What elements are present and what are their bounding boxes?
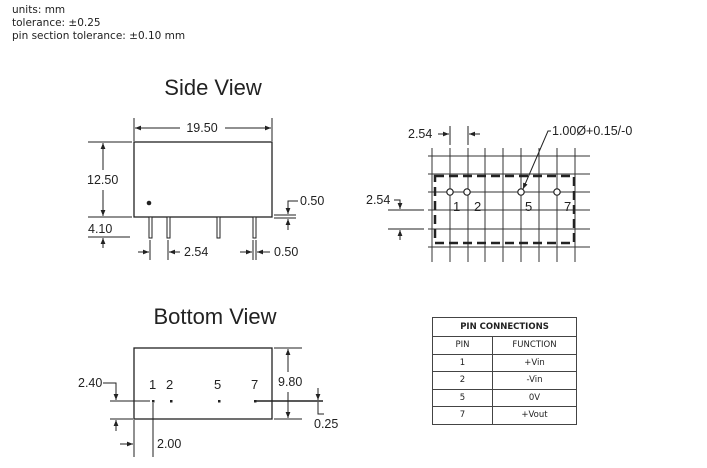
pin-tolerance-note: pin section tolerance: ±0.10 mm xyxy=(12,30,186,42)
fp-pitch-h: 2.54 xyxy=(408,127,432,141)
function-cell: +Vout xyxy=(492,406,577,425)
side-view xyxy=(88,118,298,260)
side-pins xyxy=(148,216,257,239)
bv-pin-label: 1 xyxy=(149,377,156,392)
notes: units: mm tolerance: ±0.25 pin section t… xyxy=(12,4,185,43)
component-outline xyxy=(433,174,576,245)
side-body xyxy=(133,141,273,218)
fp-hole-spec: 1.00Ø+0.15/-0 xyxy=(552,124,632,138)
pin-cell: 1 xyxy=(432,353,493,372)
table-row: 1+Vin xyxy=(432,353,577,372)
pin1-marker-dot xyxy=(146,200,152,206)
fp-pin-label: 7 xyxy=(564,199,571,214)
pin-holes xyxy=(446,188,561,196)
dim-pin-size: 0.25 xyxy=(314,417,338,431)
fp-pitch-v: 2.54 xyxy=(366,193,390,207)
pin-connections-table: PIN CONNECTIONS PIN FUNCTION 1+Vin 2-Vin… xyxy=(432,317,577,425)
dim-length: 19.50 xyxy=(186,121,217,135)
pin-cell: 2 xyxy=(432,371,493,390)
function-cell: 0V xyxy=(492,388,577,407)
dim-pin-length: 4.10 xyxy=(88,222,112,236)
header-pin: PIN xyxy=(432,336,493,355)
dim-standoff: 0.50 xyxy=(300,194,324,208)
bottom-body xyxy=(133,347,273,420)
dim-height: 12.50 xyxy=(87,173,118,187)
table-row: 2-Vin xyxy=(432,371,577,390)
fp-pin-label: 2 xyxy=(474,199,481,214)
bottom-view xyxy=(103,347,324,457)
table-row: 7+Vout xyxy=(432,406,577,425)
bottom-view-title: Bottom View xyxy=(153,304,276,329)
pcb-footprint xyxy=(388,126,590,262)
dim-width: 9.80 xyxy=(278,375,302,389)
fp-pin-label: 1 xyxy=(453,199,460,214)
tolerance-note: tolerance: ±0.25 xyxy=(12,17,101,29)
bv-pin-label: 7 xyxy=(251,377,258,392)
units-note: units: mm xyxy=(12,4,66,16)
pin-cell: 7 xyxy=(432,406,493,425)
dim-pin-offset: 2.00 xyxy=(157,437,181,451)
function-cell: -Vin xyxy=(492,371,577,390)
bottom-pins xyxy=(152,400,257,403)
dim-row-offset: 2.40 xyxy=(78,376,102,390)
side-view-title: Side View xyxy=(164,75,262,100)
bv-pin-label: 2 xyxy=(166,377,173,392)
fp-pin-label: 5 xyxy=(525,199,532,214)
bv-pin-label: 5 xyxy=(214,377,221,392)
header-function: FUNCTION xyxy=(492,336,577,355)
dim-pin-pitch: 2.54 xyxy=(184,245,208,259)
pin-cell: 5 xyxy=(432,388,493,407)
dim-pin-width: 0.50 xyxy=(274,245,298,259)
function-cell: +Vin xyxy=(492,353,577,372)
table-title: PIN CONNECTIONS xyxy=(432,317,577,337)
